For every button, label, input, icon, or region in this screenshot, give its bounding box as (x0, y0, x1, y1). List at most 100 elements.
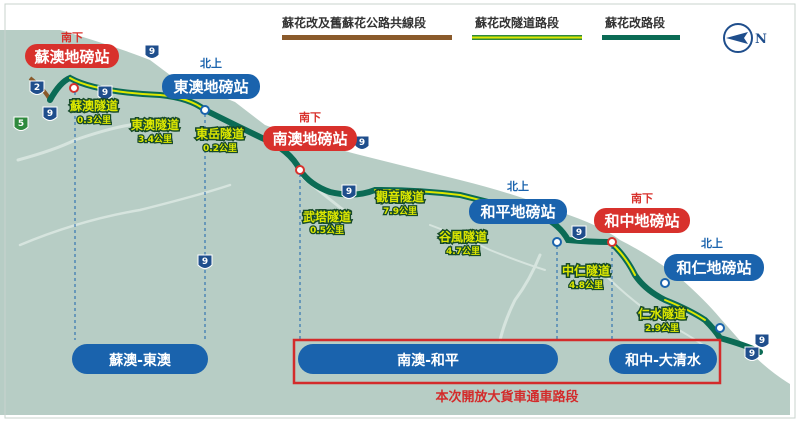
station-dongao: 北上 東澳地磅站 (162, 56, 260, 99)
station-direction: 南下 (631, 191, 653, 205)
tunnel-length: 4.7公里 (446, 246, 480, 257)
tunnel-length: 7.9公里 (383, 206, 417, 217)
shield-icon (744, 346, 760, 361)
segment-pills: 蘇澳-東澳 南澳-和平 和中-大清水 (72, 344, 717, 374)
station-badge (263, 126, 357, 151)
shield-icon (197, 254, 213, 269)
station-nanao: 南下 南澳地磅站 (263, 110, 357, 151)
svg-text:2: 2 (34, 83, 40, 93)
segment-pill: 和中-大清水 (609, 344, 717, 374)
tunnel-length: 4.8公里 (569, 280, 603, 291)
station-direction: 南下 (299, 110, 321, 124)
station-direction: 北上 (701, 236, 723, 250)
segment-label: 蘇澳-東澳 (108, 352, 172, 369)
station-suao: 南下 蘇澳地磅站 (25, 30, 119, 68)
segment-label: 南澳-和平 (397, 352, 459, 369)
tunnel-name: 東澳隧道 (131, 117, 179, 132)
segment-label: 和中-大清水 (625, 352, 702, 369)
tunnel-name: 東岳隧道 (196, 126, 244, 141)
station-badge (594, 208, 690, 233)
station-name: 東澳地磅站 (173, 78, 248, 96)
route-shield: 9 (144, 44, 160, 59)
station-name: 和中地磅站 (604, 212, 679, 230)
station-heping: 北上 和平地磅站 (469, 179, 567, 224)
svg-text:9: 9 (359, 138, 365, 148)
station-nodes (69, 83, 725, 333)
rivers (16, 123, 711, 351)
compass-label: N (755, 32, 767, 47)
tunnel-length: 3.4公里 (138, 134, 172, 145)
route-shield: 9 (744, 346, 760, 361)
svg-text:5: 5 (18, 119, 24, 129)
tunnel-name: 仁水隧道 (638, 306, 686, 321)
station-name: 和仁地磅站 (676, 259, 751, 277)
segment-pill: 南澳-和平 (298, 344, 558, 374)
station-badge (664, 254, 764, 281)
legend-label-road: 蘇花改路段 (604, 15, 666, 30)
shield-icon (13, 116, 29, 131)
land-area (0, 30, 790, 415)
legend-label-shared: 蘇花改及舊蘇花公路共線段 (281, 15, 427, 30)
route-shield: 5 (13, 116, 29, 131)
segment-pill-bg (298, 344, 558, 374)
svg-text:9: 9 (202, 257, 208, 267)
shield-icon (754, 333, 770, 348)
compass: N (723, 23, 767, 53)
tunnel-labels: 蘇澳隧道 0.3公里 東澳隧道 3.4公里 東岳隧道 0.2公里 武塔隧道 0.… (67, 97, 687, 336)
svg-text:9: 9 (576, 228, 582, 238)
route-shield: 9 (354, 135, 370, 150)
shield-icon (571, 225, 587, 240)
route-shield: 9 (754, 333, 770, 348)
shield-icon (97, 85, 113, 100)
legend-swatch-shared (282, 35, 452, 40)
tunnel-length: 0.5公里 (310, 225, 344, 236)
station-name: 南澳地磅站 (272, 130, 347, 148)
tunnel-name: 蘇澳隧道 (69, 98, 118, 113)
tunnel-length: 0.2公里 (203, 143, 237, 154)
svg-text:9: 9 (759, 336, 765, 346)
route-shield: 9 (341, 184, 357, 199)
dashed-guides (74, 92, 613, 340)
svg-text:9: 9 (47, 109, 53, 119)
svg-text:9: 9 (346, 187, 352, 197)
station-badge (469, 199, 567, 224)
segment-pill: 蘇澳-東澳 (72, 344, 208, 374)
route-shields: 2 5 9 9 9 9 9 9 (13, 44, 770, 361)
station-badge (25, 44, 119, 68)
station-direction: 北上 (200, 56, 222, 70)
legend-label-tunnel: 蘇花改隧道路段 (474, 15, 560, 30)
shield-icon (144, 44, 160, 59)
route-shield: 2 (29, 80, 45, 95)
tunnel-name: 觀音隧道 (376, 189, 424, 204)
station-name: 和平地磅站 (480, 203, 555, 221)
legend: 蘇花改及舊蘇花公路共線段 蘇花改隧道路段 蘇花改路段 (281, 15, 680, 40)
legend-swatch-road (602, 35, 680, 40)
svg-text:9: 9 (749, 349, 755, 359)
segment-pill-bg (72, 344, 208, 374)
tunnel-length: 2.9公里 (645, 323, 679, 334)
route-shield: 9 (42, 106, 58, 121)
shield-icon (341, 184, 357, 199)
tunnel-length: 0.3公里 (77, 115, 111, 126)
tunnel-name: 武塔隧道 (303, 209, 351, 224)
route-shield: 9 (197, 254, 213, 269)
highlight-box (292, 338, 722, 385)
legend-swatch-tunnel-inner (472, 36, 582, 39)
segment-pill-bg (609, 344, 717, 374)
station-badge (162, 74, 260, 99)
route-shield: 9 (571, 225, 587, 240)
station-direction: 南下 (61, 30, 83, 44)
shield-icon (354, 135, 370, 150)
tunnel-name: 谷風隧道 (439, 229, 487, 244)
station-name: 蘇澳地磅站 (33, 48, 109, 66)
route-shield: 9 (97, 85, 113, 100)
svg-text:9: 9 (102, 88, 108, 98)
shield-icon (29, 80, 45, 95)
station-heren: 北上 和仁地磅站 (664, 236, 764, 281)
station-hezhong: 南下 和中地磅站 (594, 191, 690, 233)
shield-icon (42, 106, 58, 121)
caption: 本次開放大貨車通車路段 (435, 389, 578, 405)
station-direction: 北上 (507, 179, 529, 193)
